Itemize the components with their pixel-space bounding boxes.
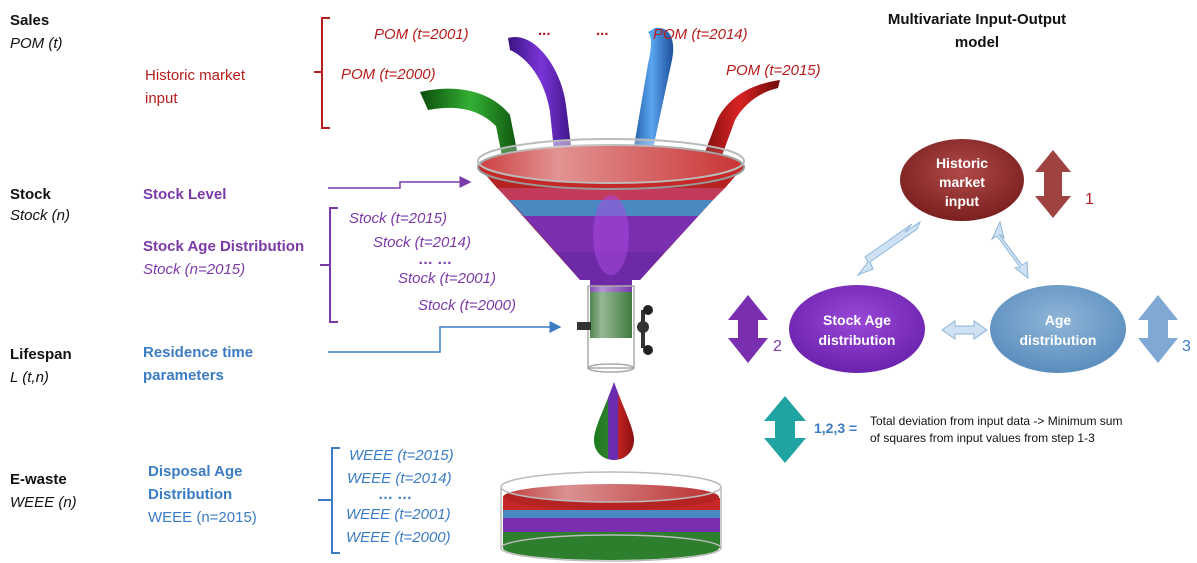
- ewaste-symbol: WEEE (n): [10, 494, 77, 511]
- disposal-age-distribution-line2: Distribution: [148, 486, 233, 503]
- pom-t2000: POM (t=2000): [341, 66, 436, 83]
- total-double-arrow: [764, 396, 806, 463]
- weee-list-item: WEEE (t=2001): [346, 506, 451, 523]
- weee-list-item: WEEE (t=2015): [349, 447, 454, 464]
- step-number-3: 3: [1182, 338, 1191, 355]
- stock-list-item: Stock (t=2001): [398, 270, 496, 287]
- stream-blue: [630, 27, 674, 173]
- drop: [594, 382, 634, 460]
- step1-double-arrow: [1035, 150, 1071, 218]
- node-stock-age-distribution: [789, 285, 925, 373]
- sales-title: Sales: [10, 12, 50, 29]
- stock-level-label: Stock Level: [143, 186, 227, 203]
- weee-list-ellipsis: … …: [378, 486, 413, 503]
- residence-time-line1: Residence time: [143, 344, 254, 361]
- node-stock-age-label-line2: distribution: [818, 332, 896, 348]
- node-historic-label-line2: market: [939, 174, 985, 190]
- step-number-2: 2: [773, 338, 782, 355]
- weee-list-item: WEEE (t=2014): [347, 470, 452, 487]
- lifespan-symbol: L (t,n): [10, 369, 49, 386]
- disposal-age-distribution-line1: Disposal Age: [148, 463, 243, 480]
- pom-t2015: POM (t=2015): [726, 62, 821, 79]
- total-label: 1,2,3 =: [814, 420, 858, 436]
- lifespan-title: Lifespan: [10, 346, 72, 363]
- stream-purple: [508, 36, 574, 170]
- node-age-distribution: [990, 285, 1126, 373]
- funnel: [477, 138, 745, 373]
- stock-list-item: Stock (t=2014): [373, 234, 471, 251]
- node-stock-age-label-line1: Stock Age: [823, 312, 891, 328]
- node-historic-market-input: [900, 139, 1024, 221]
- step2-double-arrow: [728, 295, 768, 363]
- stock-list-ellipsis: … …: [418, 251, 453, 268]
- stock-n2015-label: Stock (n=2015): [143, 261, 246, 278]
- historic-input-bracket: [314, 17, 330, 129]
- model-title-line2: model: [954, 34, 1000, 51]
- weee-n2015-label: WEEE (n=2015): [148, 509, 257, 526]
- stock-title: Stock: [10, 186, 51, 203]
- pom-t2001: POM (t=2001): [374, 26, 469, 43]
- stock-level-arrow: [328, 176, 472, 189]
- step-number-1: 1: [1085, 191, 1094, 208]
- ewaste-title: E-waste: [10, 471, 67, 488]
- pom-dots-2: ...: [596, 22, 609, 39]
- residence-time-arrow: [328, 321, 562, 353]
- node-stock-age-label: Stock Age distribution: [797, 310, 917, 350]
- sales-symbol: POM (t): [10, 35, 63, 52]
- node-age-label-line1: Age: [1044, 312, 1072, 328]
- model-connectors: [856, 220, 1029, 340]
- node-age-label-line2: distribution: [1019, 332, 1097, 348]
- node-age-label: Age distribution: [998, 310, 1118, 350]
- historic-market-input-line2: input: [145, 90, 178, 107]
- historic-market-input-line1: Historic market: [145, 67, 246, 84]
- pom-t2014: POM (t=2014): [653, 26, 748, 43]
- stream-green: [420, 88, 522, 176]
- stock-symbol: Stock (n): [10, 207, 71, 224]
- step3-double-arrow: [1138, 295, 1178, 363]
- residence-time-line2: parameters: [143, 367, 224, 384]
- pom-dots-1: ...: [538, 22, 551, 39]
- waste-dish: [500, 471, 722, 562]
- stock-list-item: Stock (t=2015): [349, 210, 447, 227]
- weee-list-item: WEEE (t=2000): [346, 529, 451, 546]
- weee-list-bracket: [318, 447, 340, 554]
- node-historic-label-line3: input: [944, 193, 980, 209]
- stock-list-item: Stock (t=2000): [418, 297, 516, 314]
- node-historic-label: Historic market input: [912, 154, 1012, 211]
- model-title-line1: Multivariate Input-Output: [887, 11, 1067, 28]
- total-text-line2: of squares from input values from step 1…: [870, 431, 1095, 445]
- stock-age-distribution-label: Stock Age Distribution: [143, 238, 305, 255]
- total-text-line1: Total deviation from input data -> Minim…: [870, 414, 1123, 428]
- stock-list-bracket: [320, 207, 338, 323]
- node-historic-label-line1: Historic: [935, 155, 989, 171]
